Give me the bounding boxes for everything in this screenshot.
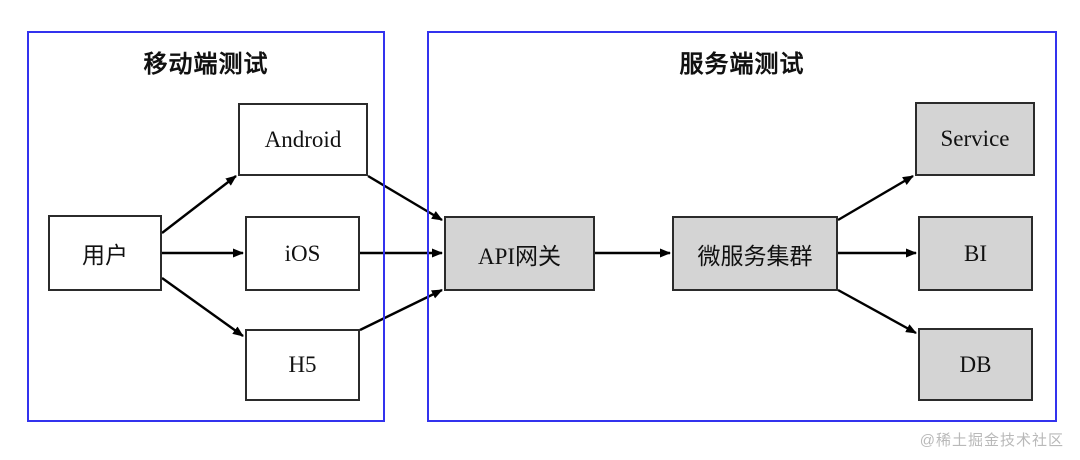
group-title-mobile: 移动端测试: [143, 52, 269, 78]
group-box-mobile: [27, 31, 385, 422]
node-android[interactable]: Android: [238, 103, 368, 176]
node-microservice-cluster[interactable]: 微服务集群: [672, 216, 838, 291]
node-service[interactable]: Service: [915, 102, 1035, 176]
group-title-server: 服务端测试: [679, 52, 805, 78]
node-h5[interactable]: H5: [245, 329, 360, 401]
node-db[interactable]: DB: [918, 328, 1033, 401]
node-ios[interactable]: iOS: [245, 216, 360, 291]
node-bi[interactable]: BI: [918, 216, 1033, 291]
node-api-gateway[interactable]: API网关: [444, 216, 595, 291]
node-user[interactable]: 用户: [48, 215, 162, 291]
watermark: @稀土掘金技术社区: [919, 432, 1064, 449]
group-box-server: [427, 31, 1057, 422]
